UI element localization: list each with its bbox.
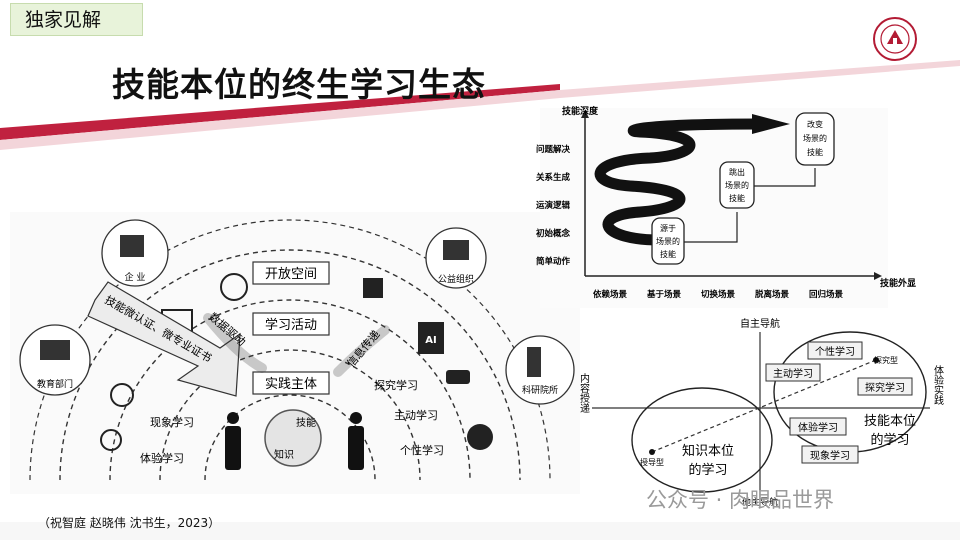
axis-left-label: 内容授递 (578, 372, 590, 413)
label-knowledge-line1: 知识本位 (682, 443, 734, 459)
label-skill-line1: 技能本位 (864, 414, 916, 429)
progress-line (652, 360, 876, 452)
point-taught (649, 449, 655, 455)
svg-text:主动学习: 主动学习 (773, 367, 813, 380)
watermark: 公众号 · 肉眼品世界 (646, 484, 834, 514)
svg-text:体验学习: 体验学习 (798, 421, 838, 434)
point-label-inquiry: 探究型 (874, 355, 898, 365)
citation: （祝智庭 赵晓伟 沈书生，2023） (38, 514, 220, 531)
axis-top-label: 自主导航 (740, 317, 780, 330)
axis-right-label: 体验实践 (932, 365, 944, 405)
svg-text:探究学习: 探究学习 (865, 381, 905, 394)
svg-text:现象学习: 现象学习 (810, 449, 850, 462)
svg-text:个性学习: 个性学习 (815, 345, 855, 358)
point-label-taught: 授导型 (640, 457, 664, 467)
label-skill-line2: 的学习 (870, 432, 909, 448)
label-knowledge-line2: 的学习 (688, 462, 727, 478)
